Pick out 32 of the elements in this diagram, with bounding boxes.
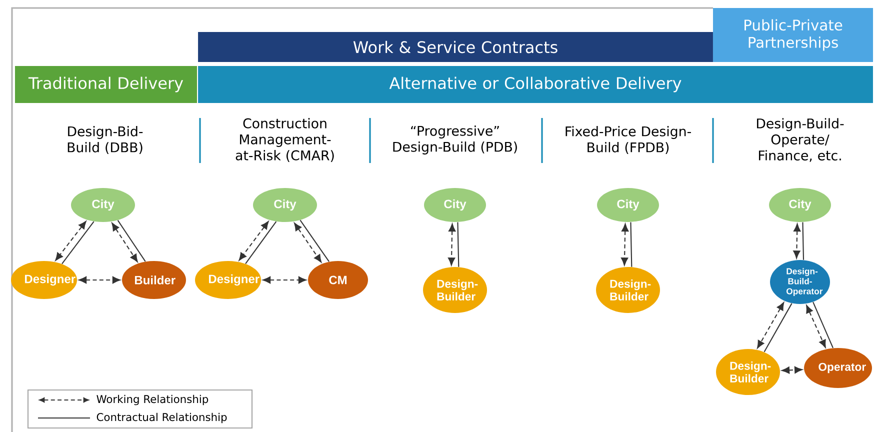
category-band: Public-Private Partnerships <box>713 8 873 62</box>
working-relationship-arrow <box>55 220 86 261</box>
contract-line <box>802 222 804 260</box>
legend-label: Contractual Relationship <box>96 412 227 424</box>
column-heading: Design-Build-Operate/ Finance, etc. <box>757 118 844 162</box>
working-relationship-arrow <box>238 221 269 261</box>
contract-line <box>764 303 792 352</box>
contract-line <box>300 220 330 262</box>
working-relationship-arrow <box>112 222 138 262</box>
column-heading: “Progressive” Design-Build (PDB) <box>393 126 517 154</box>
working-relationship-arrow <box>621 224 629 266</box>
contract-line <box>812 302 834 348</box>
category-band: Work & Service Contracts <box>198 32 713 62</box>
contract-line <box>630 222 632 267</box>
working-relationship-arrow <box>262 276 306 284</box>
working-relationship-arrow <box>782 366 802 374</box>
working-relationship-arrow <box>757 302 784 348</box>
contract-line <box>457 222 460 267</box>
contract-line <box>245 221 277 264</box>
working-relationship-arrow <box>78 276 120 284</box>
column-heading: Design-Bid-Build (DBB) <box>68 126 143 154</box>
category-band: Traditional Delivery <box>15 66 197 104</box>
column-heading: Construction Management-at-Risk (CMAR) <box>236 118 334 162</box>
column-heading: Fixed-Price Design-Build (FPDB) <box>566 126 691 154</box>
contract-line <box>117 220 146 262</box>
working-relationship-arrow <box>793 224 801 258</box>
working-relationship-arrow <box>806 305 826 348</box>
legend-label: Working Relationship <box>96 394 208 406</box>
working-relationship-arrow <box>294 222 322 263</box>
contract-line <box>62 221 94 264</box>
working-relationship-arrow <box>448 224 456 266</box>
category-band: Alternative or Collaborative Delivery <box>198 66 873 104</box>
